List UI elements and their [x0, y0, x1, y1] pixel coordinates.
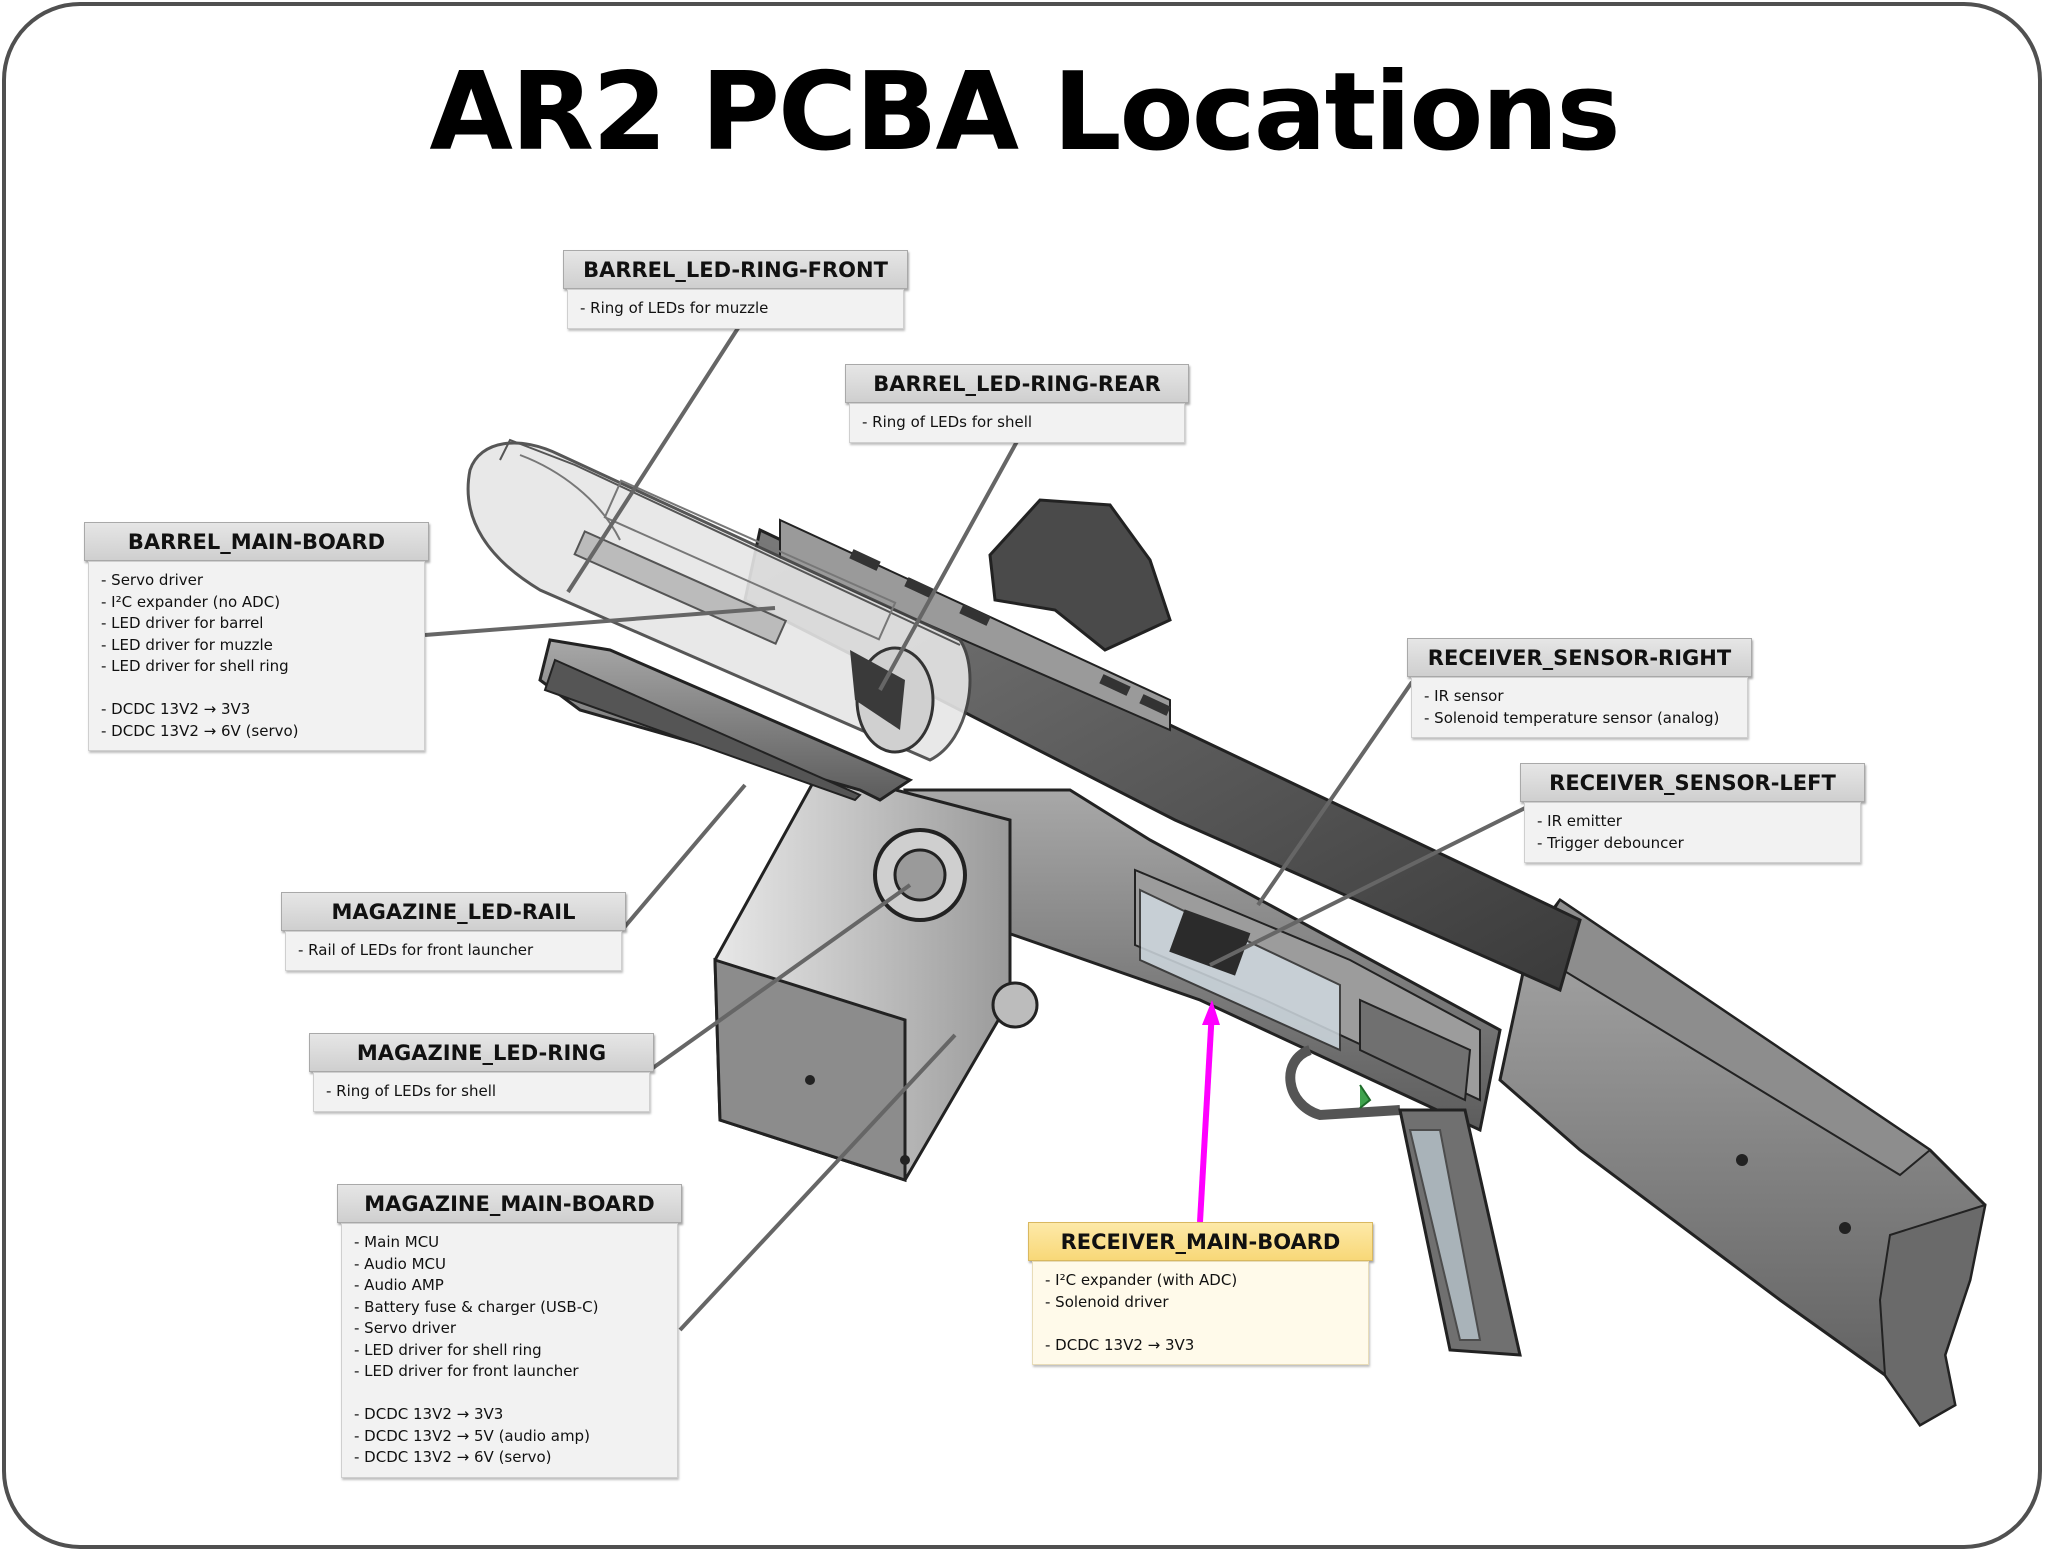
callout-header: BARREL_LED-RING-REAR [845, 364, 1189, 403]
callout-line: - LED driver for muzzle [101, 635, 273, 654]
callout-body: - Rail of LEDs for front launcher [285, 931, 622, 971]
callout-line: - Ring of LEDs for shell [862, 413, 1033, 431]
callout-line: - Audio MCU [354, 1254, 446, 1273]
callout-line: - Battery fuse & charger (USB-C) [354, 1297, 599, 1316]
callout-header: BARREL_LED-RING-FRONT [563, 250, 908, 289]
callout-line: - Servo driver [354, 1319, 457, 1337]
callout-receiver-sensor-left: RECEIVER_SENSOR-LEFT - IR emitter - Trig… [1520, 763, 1865, 863]
callout-header: RECEIVER_SENSOR-RIGHT [1407, 638, 1752, 677]
leader-lines [424, 323, 1526, 1332]
callout-magazine-led-rail: MAGAZINE_LED-RAIL - Rail of LEDs for fro… [281, 892, 626, 971]
leader-receiver-sensor-right [1256, 680, 1414, 907]
callout-line: - Servo driver [101, 571, 204, 589]
pistol-grip [1398, 1108, 1522, 1357]
leader-magazine-led-ring [648, 883, 912, 1072]
callout-header: MAGAZINE_MAIN-BOARD [337, 1184, 682, 1223]
callout-line: - IR emitter [1537, 812, 1622, 830]
callout-body: - Ring of LEDs for shell [849, 403, 1185, 443]
callout-body: - Servo driver - I²C expander (no ADC) -… [88, 561, 425, 751]
callout-line: - IR sensor [1424, 687, 1504, 705]
callout-line: - Solenoid driver [1045, 1292, 1169, 1311]
callout-body: - I²C expander (with ADC) - Solenoid dri… [1032, 1261, 1369, 1365]
callout-barrel-main-board: BARREL_MAIN-BOARD - Servo driver - I²C e… [84, 522, 429, 751]
sight-fin [988, 498, 1172, 652]
callout-body: - IR sensor - Solenoid temperature senso… [1411, 677, 1748, 738]
callout-line: - DCDC 13V2 → 3V3 [1045, 1335, 1195, 1354]
callout-body: - Ring of LEDs for muzzle [567, 289, 904, 329]
callout-body: - IR emitter - Trigger debouncer [1524, 802, 1861, 863]
leader-magazine-main-board [678, 1033, 957, 1332]
callout-line [101, 678, 414, 700]
callout-header: MAGAZINE_LED-RAIL [281, 892, 626, 931]
page-title: AR2 PCBA Locations [429, 50, 1620, 175]
magazine-housing [713, 768, 1039, 1183]
callout-line: - Solenoid temperature sensor (analog) [1424, 708, 1720, 727]
callout-line: - Main MCU [354, 1233, 440, 1251]
callout-line: - DCDC 13V2 → 5V (audio amp) [354, 1426, 590, 1445]
callout-line: - Audio AMP [354, 1276, 444, 1294]
callout-line: - DCDC 13V2 → 3V3 [101, 700, 251, 718]
callout-line: - DCDC 13V2 → 3V3 [354, 1405, 504, 1423]
leader-barrel-led-ring-front [566, 323, 742, 594]
leader-arrowhead [1202, 1000, 1220, 1025]
callout-header: MAGAZINE_LED-RING [309, 1033, 654, 1072]
callout-line: - LED driver for shell ring [354, 1340, 542, 1359]
callout-line: - Rail of LEDs for front launcher [298, 941, 534, 959]
callout-header: RECEIVER_MAIN-BOARD [1028, 1222, 1373, 1261]
callout-line: - Trigger debouncer [1537, 833, 1684, 852]
callout-magazine-main-board: MAGAZINE_MAIN-BOARD - Main MCU - Audio M… [337, 1184, 682, 1478]
callout-header: RECEIVER_SENSOR-LEFT [1520, 763, 1865, 802]
callout-body: - Ring of LEDs for shell [313, 1072, 650, 1112]
callout-line: - LED driver for shell ring [101, 657, 289, 675]
callout-barrel-led-ring-front: BARREL_LED-RING-FRONT - Ring of LEDs for… [563, 250, 908, 329]
leader-receiver-main-board-highlight [1197, 1009, 1215, 1223]
callout-header: BARREL_MAIN-BOARD [84, 522, 429, 561]
stock [1498, 897, 1987, 1427]
callout-line [354, 1383, 667, 1405]
callout-line: - Ring of LEDs for muzzle [580, 299, 769, 317]
callout-line: - DCDC 13V2 → 6V (servo) [354, 1448, 552, 1466]
callout-line: - LED driver for front launcher [354, 1362, 579, 1380]
callout-line: - DCDC 13V2 → 6V (servo) [101, 721, 299, 740]
callout-receiver-main-board: RECEIVER_MAIN-BOARD - I²C expander (with… [1028, 1222, 1373, 1365]
leader-barrel-led-ring-rear [878, 435, 1022, 691]
callout-line: - LED driver for barrel [101, 614, 264, 632]
barrel-assembly [466, 438, 972, 762]
callout-line [1045, 1313, 1358, 1335]
callout-line: - I²C expander (with ADC) [1045, 1271, 1238, 1289]
callout-barrel-led-ring-rear: BARREL_LED-RING-REAR - Ring of LEDs for … [845, 364, 1189, 443]
callout-body: - Main MCU - Audio MCU - Audio AMP - Bat… [341, 1223, 678, 1478]
callout-line: - I²C expander (no ADC) [101, 592, 281, 611]
leader-barrel-main-board [424, 606, 776, 637]
leader-magazine-led-rail [620, 783, 747, 932]
front-launcher [538, 638, 914, 802]
leader-receiver-sensor-left [1209, 806, 1526, 967]
callout-magazine-led-ring: MAGAZINE_LED-RING - Ring of LEDs for she… [309, 1033, 654, 1112]
callout-receiver-sensor-right: RECEIVER_SENSOR-RIGHT - IR sensor - Sole… [1407, 638, 1752, 738]
callout-line: - Ring of LEDs for shell [326, 1082, 497, 1100]
